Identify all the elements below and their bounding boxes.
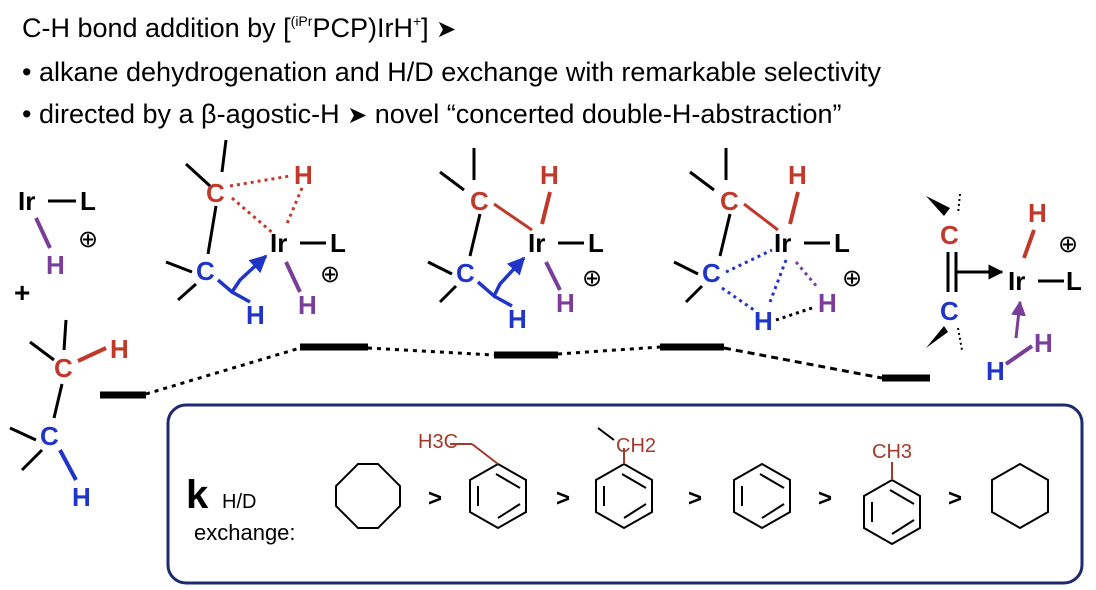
greater-than: > [948, 485, 962, 512]
hydrogen-alpha: H [540, 160, 559, 190]
greater-than: > [818, 485, 832, 512]
greater-than: > [556, 485, 570, 512]
hydride-label: H [298, 290, 317, 320]
bullet-2: • directed by a β-agostic-H ➤ novel “con… [22, 93, 1082, 137]
carbon-alpha: C [720, 186, 739, 216]
ir-label: Ir [18, 186, 35, 216]
bullet-1: • alkane dehydrogenation and H/D exchang… [22, 57, 881, 87]
ethylbenzene-ch2-icon: CH2 [595, 427, 656, 530]
toluene-icon: CH3 [863, 441, 921, 546]
charge-icon: ⊕ [842, 265, 862, 292]
exchange-label: exchange: [194, 520, 296, 545]
ir-label: Ir [270, 228, 287, 258]
hydrogen-alpha: H [1028, 198, 1047, 228]
hydrogen-beta: H [508, 304, 527, 334]
transition-state-1: C H Ir L C H H ⊕ [165, 139, 346, 330]
ligand-label: L [330, 228, 346, 258]
hydrogen-beta: H [986, 356, 1005, 386]
methylene-label: CH2 [616, 435, 656, 457]
hydrogen-beta: H [246, 300, 265, 330]
transition-state-2: C H Ir L C H H ⊕ [673, 148, 862, 336]
arrow-icon: ➤ [436, 16, 457, 43]
product-olefin-complex: C C H Ir L ⊕ H H [926, 193, 1082, 386]
intermediate: C H Ir L C H H ⊕ [427, 148, 604, 334]
hydrogen-beta: H [754, 306, 773, 336]
title-text: C-H bond addition by [ [22, 13, 291, 43]
charge-icon: ⊕ [1058, 231, 1078, 258]
charge-icon: ⊕ [78, 226, 98, 253]
title-line: C-H bond addition by [(iPrPCP)IrH+] ➤ [22, 0, 1082, 51]
ir-label: Ir [528, 228, 545, 258]
greater-than: > [688, 485, 702, 512]
ir-label: Ir [774, 228, 791, 258]
charge-icon: ⊕ [320, 261, 340, 288]
title-text3: ] [421, 13, 429, 43]
title-sup: (iPr [290, 13, 313, 29]
cyclooctane-icon [335, 463, 401, 529]
energy-profile [100, 343, 930, 399]
carbon-beta: C [456, 258, 475, 288]
carbon-beta: C [940, 296, 959, 326]
carbon-beta: C [702, 258, 721, 288]
carbon-beta: C [40, 421, 59, 451]
arrow-icon: ➤ [347, 102, 368, 129]
rate-subscript: H/D [222, 491, 256, 513]
methyl-label: CH3 [872, 441, 912, 463]
greater-than: > [428, 485, 442, 512]
carbon-beta: C [196, 256, 215, 286]
header: C-H bond addition by [(iPrPCP)IrH+] ➤ • … [22, 0, 1082, 137]
hydrogen-alpha: H [788, 160, 807, 190]
ligand-label: L [80, 186, 96, 216]
title-sup2: + [412, 13, 422, 29]
reactant-ir-complex: Ir L H ⊕ + [14, 186, 98, 308]
hydride-label: H [556, 288, 575, 318]
carbon-alpha: C [470, 186, 489, 216]
hydrogen-beta: H [72, 482, 91, 512]
selectivity-box: k H/D exchange: > H3C > CH2 > [166, 403, 1084, 585]
hydrogen-alpha: H [110, 334, 129, 364]
title-text2: PCP)IrH [312, 13, 413, 43]
carbon-alpha: C [206, 178, 225, 208]
carbon-alpha: C [54, 353, 73, 383]
benzene-icon [733, 462, 791, 530]
rate-constant-k: k [186, 473, 209, 517]
reactant-ethane: C H C H [9, 319, 129, 512]
bullet-2-part-b: novel “concerted double-H-abstraction” [367, 99, 842, 129]
carbon-alpha: C [940, 220, 959, 250]
ethylbenzene-icon: H3C [418, 431, 527, 530]
hydride-label: H [818, 288, 837, 318]
charge-icon: ⊕ [582, 265, 602, 292]
ir-label: Ir [1008, 266, 1025, 296]
cyclohexane-icon [991, 462, 1049, 530]
ligand-label: L [588, 228, 604, 258]
hydride-label: H [1034, 328, 1053, 358]
methyl-label: H3C [418, 431, 458, 453]
ligand-label: L [834, 228, 850, 258]
bullet-2-part-a: • directed by a β-agostic-H [22, 99, 340, 129]
ligand-label: L [1066, 266, 1082, 296]
hydrogen-alpha: H [294, 160, 313, 190]
plus-sign: + [14, 277, 30, 308]
hydride-label: H [46, 250, 65, 280]
